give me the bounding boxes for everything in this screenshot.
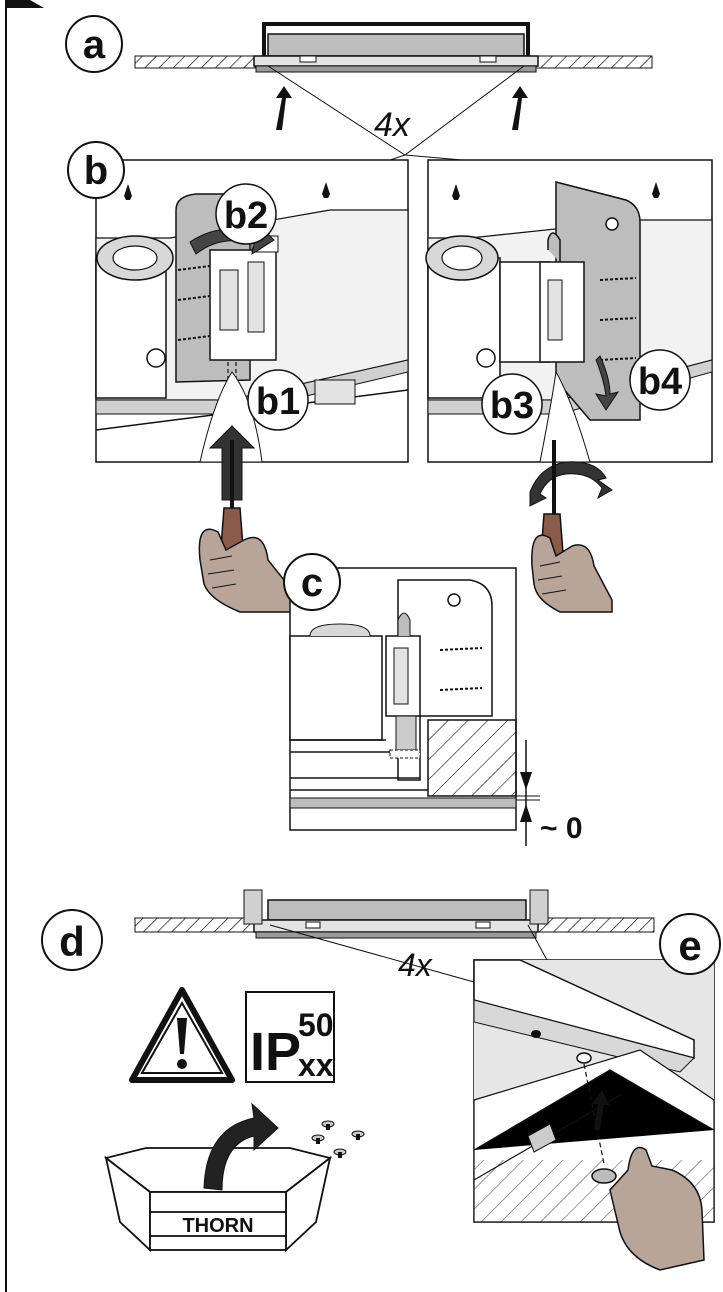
step-b-badge <box>67 141 125 199</box>
hand-screwdriver-left <box>198 425 301 613</box>
ip-rating-lower: xx <box>298 1047 334 1083</box>
luminaire-body-a <box>262 22 530 26</box>
screws-icon <box>311 1120 365 1158</box>
gap-dimension-label: ~ 0 <box>540 812 583 845</box>
quantity-label-top: 4x <box>374 106 411 144</box>
insert-up-arrow-e <box>592 1090 610 1130</box>
step-a-label: a <box>83 23 106 67</box>
step-b3-badge <box>481 373 543 435</box>
thorn-box-icon: THORN <box>103 1102 333 1253</box>
step-b2-label: b2 <box>224 195 268 237</box>
step-d-section: 4x d <box>41 889 655 1011</box>
step-c-label: c <box>301 561 323 605</box>
ip-rating-badge: IP 50 xx <box>245 991 335 1083</box>
ip-rating-upper: 50 <box>298 1007 334 1043</box>
take-out-arrow <box>203 1102 279 1191</box>
step-b4-label: b4 <box>638 361 682 403</box>
step-e-badge <box>659 913 721 975</box>
ip-rating-prefix: IP <box>250 1022 301 1082</box>
push-up-arrow-left <box>276 86 292 130</box>
step-a-section: a 4x <box>65 15 653 191</box>
step-b1-badge <box>247 369 309 431</box>
step-b4-badge <box>629 349 691 411</box>
step-d-label: d <box>59 918 85 965</box>
quantity-label-bottom: 4x <box>398 947 433 983</box>
step-b-right-panel: b3 b4 <box>425 159 713 463</box>
luminaire-body-d <box>267 899 527 921</box>
step-d-badge <box>41 909 103 971</box>
step-b-label: b <box>84 149 108 193</box>
step-b3-label: b3 <box>490 385 534 427</box>
step-b1-label: b1 <box>256 381 300 423</box>
step-b-left-panel: b2 b1 <box>95 159 409 463</box>
step-c-detail: ~ 0 c <box>283 553 583 846</box>
step-e-detail: e <box>473 913 721 1271</box>
step-a-badge <box>65 15 123 73</box>
slide-down-arrow-b4 <box>594 355 620 411</box>
step-b2-badge <box>215 183 277 245</box>
hand-screwdriver-right <box>529 440 613 613</box>
push-up-arrow-right <box>512 86 528 130</box>
corner-tab <box>6 0 58 8</box>
step-e-label: e <box>678 922 701 969</box>
warning-icon <box>129 987 235 1083</box>
box-brand-label: THORN <box>182 1215 253 1237</box>
step-c-badge <box>283 553 341 611</box>
